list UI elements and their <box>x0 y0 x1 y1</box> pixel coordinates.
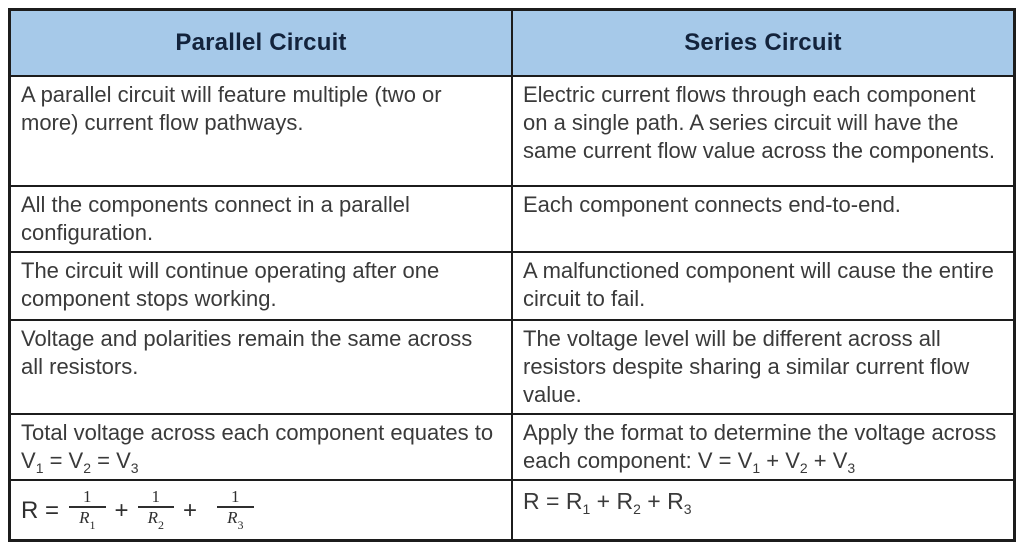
cell-parallel-configuration: All the components connect in a parallel… <box>8 184 513 253</box>
subscript: 1 <box>35 459 44 476</box>
table-row: A parallel circuit will feature multiple… <box>8 74 1016 187</box>
cell-parallel-continue-operating: The circuit will continue operating afte… <box>8 250 513 321</box>
header-row: Parallel Circuit Series Circuit <box>8 8 1016 77</box>
subscript: 3 <box>130 459 139 476</box>
subscript: 1 <box>752 459 761 476</box>
cell-parallel-resistance-formula: R = 1 R1 + 1 R2 + 1 R3 <box>8 478 513 541</box>
table-row: Total voltage across each component equa… <box>8 412 1016 481</box>
denominator-variable: R <box>227 507 238 527</box>
fraction-denominator: R1 <box>79 508 95 535</box>
table-row: All the components connect in a parallel… <box>8 184 1016 253</box>
subscript: 2 <box>633 500 641 517</box>
subscript: 3 <box>847 459 856 476</box>
resistance-formula-text: + R <box>640 487 684 514</box>
denominator-variable: R <box>79 507 90 527</box>
resistance-formula-text: R = R <box>523 487 583 514</box>
denominator-variable: R <box>147 507 158 527</box>
voltage-formula-text: + V <box>807 447 848 473</box>
voltage-formula-text: Apply the format to determine the voltag… <box>523 419 997 473</box>
plus-sign: + <box>183 496 198 524</box>
cell-series-end-to-end: Each component connects end-to-end. <box>511 184 1016 253</box>
cell-series-voltage-formula: Apply the format to determine the voltag… <box>511 412 1016 481</box>
voltage-formula-text: + V <box>760 447 800 473</box>
table-row: R = 1 R1 + 1 R2 + 1 R3 <box>8 478 1016 541</box>
cell-series-voltage-different: The voltage level will be different acro… <box>511 318 1016 415</box>
fraction-1: 1 R1 <box>69 487 106 535</box>
circuit-comparison-table: Parallel Circuit Series Circuit A parall… <box>8 8 1016 542</box>
subscript: 2 <box>83 459 92 476</box>
fraction-numerator: 1 <box>217 487 254 508</box>
cell-series-single-path: Electric current flows through each comp… <box>511 74 1016 187</box>
fraction-numerator: 1 <box>137 487 175 508</box>
voltage-formula-text: = V <box>43 447 84 473</box>
denominator-subscript: 1 <box>89 517 96 532</box>
series-resistance-formula: R = R1 + R2 + R3 <box>523 485 1001 517</box>
resistance-formula-lhs: R = <box>21 496 60 524</box>
denominator-subscript: 2 <box>157 517 164 532</box>
table-row: Voltage and polarities remain the same a… <box>8 318 1016 415</box>
fraction-3: 1 R3 <box>217 487 254 535</box>
cell-series-circuit-fail: A malfunctioned component will cause the… <box>511 250 1016 321</box>
resistance-formula-text: + R <box>590 487 634 514</box>
cell-parallel-pathways: A parallel circuit will feature multiple… <box>8 74 513 187</box>
cell-series-resistance-formula: R = R1 + R2 + R3 <box>511 478 1016 541</box>
table-row: The circuit will continue operating afte… <box>8 250 1016 321</box>
denominator-subscript: 3 <box>237 517 244 532</box>
header-cell-parallel-circuit: Parallel Circuit <box>8 8 513 77</box>
fraction-2: 1 R2 <box>137 487 175 535</box>
voltage-formula-text: Total voltage across each component equa… <box>21 419 494 473</box>
subscript: 2 <box>799 459 808 476</box>
fraction-denominator: R3 <box>227 508 243 535</box>
cell-parallel-voltage-same: Voltage and polarities remain the same a… <box>8 318 513 415</box>
plus-sign: + <box>114 496 129 524</box>
header-cell-series-circuit: Series Circuit <box>511 8 1016 77</box>
voltage-formula-text: = V <box>91 447 131 473</box>
fraction-numerator: 1 <box>69 487 106 508</box>
cell-parallel-voltage-formula: Total voltage across each component equa… <box>8 412 513 481</box>
fraction-denominator: R2 <box>148 508 164 535</box>
subscript: 3 <box>683 500 692 517</box>
subscript: 1 <box>582 500 591 517</box>
parallel-resistance-formula: R = 1 R1 + 1 R2 + 1 R3 <box>21 485 499 535</box>
